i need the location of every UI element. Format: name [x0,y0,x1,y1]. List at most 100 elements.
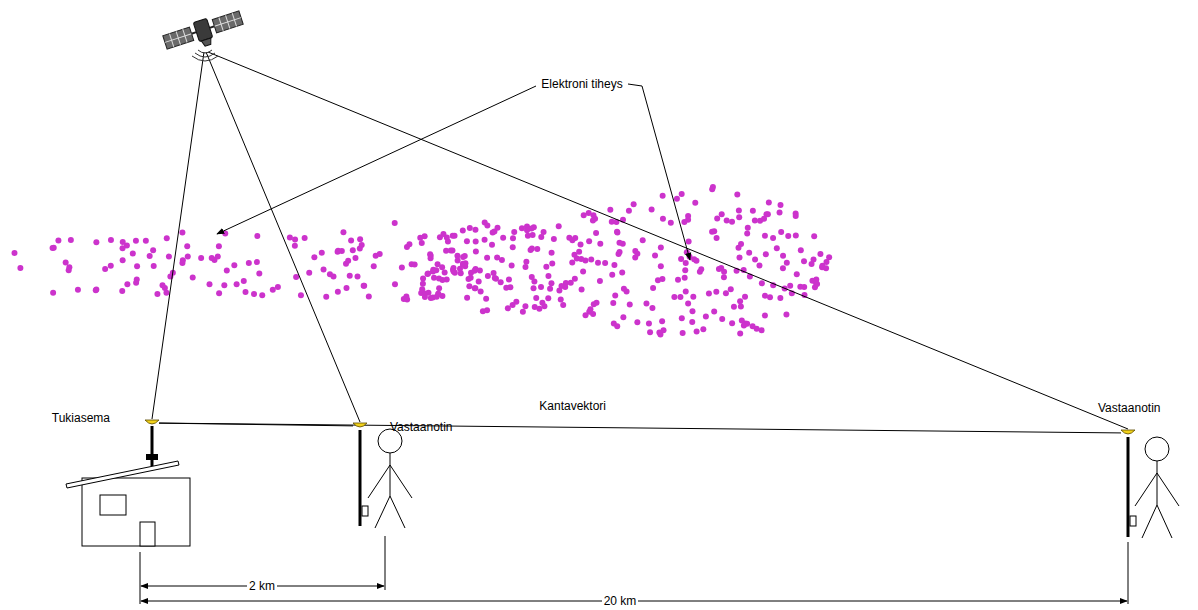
electron-dot [472,285,478,291]
electron-dot [700,326,706,332]
electron-dot [579,287,585,293]
electron-dot [556,223,562,229]
electron-dot [660,193,666,199]
electron-dot [119,288,125,294]
electron-dot [593,230,599,236]
electron-dot [371,263,377,269]
electron-dot [658,263,664,269]
electron-dot [254,259,260,265]
electron-dot [719,316,725,322]
electron-dot [678,256,684,262]
electron-dot [495,225,501,231]
person [1135,437,1179,538]
house-roof [66,461,179,488]
electron-dot [626,208,632,214]
electron-dot [529,274,535,280]
electron-dot [355,273,361,279]
electron-dot [231,262,237,268]
electron-dot [234,281,240,287]
electron-dot [424,271,430,277]
electron-dot [656,329,662,335]
electron-dot [489,242,495,248]
electron-dot [602,260,608,266]
electron-dot [528,226,534,232]
electron-dot [373,253,379,259]
electron-dot [120,239,126,245]
electron-dot [50,290,56,296]
electron-dot [522,264,528,270]
electron-dot [534,246,540,252]
electron-dot [154,291,160,297]
electron-dot [549,250,555,256]
electron-dot [714,215,720,221]
antenna-dish [145,419,159,427]
electron-dot [348,237,354,243]
electron-dot [366,293,372,299]
electron-dot [752,217,758,223]
electron-dot [721,269,727,275]
electron-dot [428,295,434,301]
electron-dot [531,285,537,291]
electron-dot [597,241,603,247]
electron-dot [198,255,204,261]
electron-dot [713,289,719,295]
house [66,461,190,546]
electron-dot [275,284,281,290]
electron-dot [254,233,260,239]
house-wall [82,478,190,546]
electron-dot [677,294,683,300]
electron-dot [468,275,474,281]
electron-dot [770,235,776,241]
electron-dot [723,290,729,296]
electron-dot [590,217,596,223]
electron-dot [742,294,748,300]
electron-dot [221,282,227,288]
electron-dot [510,235,516,241]
electron-dot [466,283,472,289]
dimension-tick [1128,542,1129,604]
electron-dot [484,255,490,261]
electron-dot [763,251,769,257]
electron-dot [631,201,637,207]
electron-dot [634,319,640,325]
electron-dot [774,245,780,251]
electron-dot [166,254,172,260]
electron-dot [485,273,491,279]
electron-dot [692,200,698,206]
electron-dot [68,237,74,243]
electron-dot [120,257,126,263]
electron-dot [616,240,622,246]
electron-dot [586,238,592,244]
electron-dot [609,219,615,225]
person [368,429,412,528]
electron-dot [729,320,735,326]
electron-dot [741,322,747,328]
electron-dot [558,296,564,302]
electron-dot [241,278,247,284]
electron-dot [436,276,442,282]
electron-dot [352,255,358,261]
electron-dot [823,265,829,271]
electron-dot [668,220,674,226]
electron-dot [422,294,428,300]
electron-dot [583,312,589,318]
electron-dot [682,267,688,273]
electron-dot [120,245,126,251]
electron-dot [617,249,623,255]
electron-dot [719,211,725,217]
electron-dot [306,270,312,276]
electron-dot [767,294,773,300]
electron-dot [683,260,689,266]
electron-dot [419,240,425,246]
baseline-vector [159,423,1121,433]
electron-dot [783,311,789,317]
electron-dot [108,263,114,269]
electron-dot [503,285,509,291]
electron-dot [650,285,656,291]
electron-dot [473,249,479,255]
mast-mount [146,454,158,460]
electron-dot [75,287,81,293]
electron-dot [680,330,686,336]
electron-dot [93,287,99,293]
